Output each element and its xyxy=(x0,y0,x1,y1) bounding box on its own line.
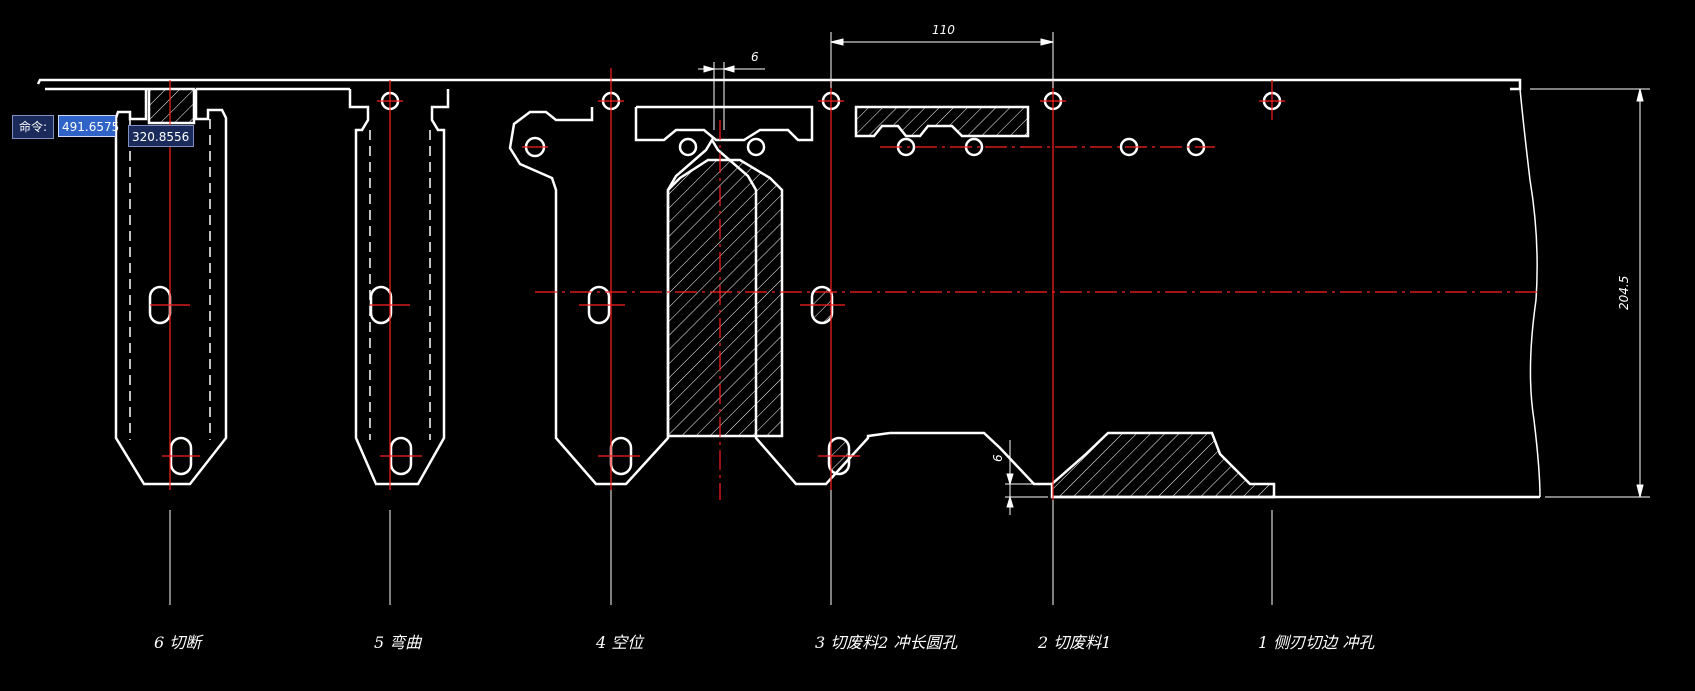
station-6-cutoff xyxy=(114,87,228,486)
station-label-2: 2 切废料1 xyxy=(1037,633,1111,652)
dimension-204-5 xyxy=(1530,88,1650,498)
carrier-strip xyxy=(36,78,1522,91)
station-3-cut-waste-2 xyxy=(810,91,1052,486)
command-prompt-label: 命令: xyxy=(12,115,55,139)
station-5-bend xyxy=(348,89,450,486)
dimension-6-top xyxy=(698,62,765,130)
coordinate-y-input[interactable]: 320.8556 xyxy=(128,125,194,147)
station-leaders xyxy=(169,490,1273,605)
station-label-5: 5 弯曲 xyxy=(374,633,423,652)
coordinate-x-input[interactable]: 491.6575 xyxy=(58,115,119,137)
centerlines xyxy=(150,68,1540,500)
station-1-side-trim xyxy=(1262,88,1541,498)
station-4-idle xyxy=(508,91,891,486)
station-label-4: 4 空位 xyxy=(595,633,645,652)
dimension-6-step-label: 6 xyxy=(991,454,1005,462)
dimension-6-step xyxy=(1005,440,1048,515)
dimension-204-5-label: 204.5 xyxy=(1617,276,1631,310)
dimension-6-top-label: 6 xyxy=(751,50,759,64)
station-label-6: 6 切断 xyxy=(154,633,204,652)
station-label-1: 1 侧刃切边 冲孔 xyxy=(1258,633,1375,652)
station-label-3: 3 切废料2 冲长圆孔 xyxy=(815,633,959,652)
station-2-cut-waste-1 xyxy=(1043,91,1540,499)
dimension-110-label: 110 xyxy=(932,23,955,37)
dimension-110 xyxy=(830,32,1054,88)
